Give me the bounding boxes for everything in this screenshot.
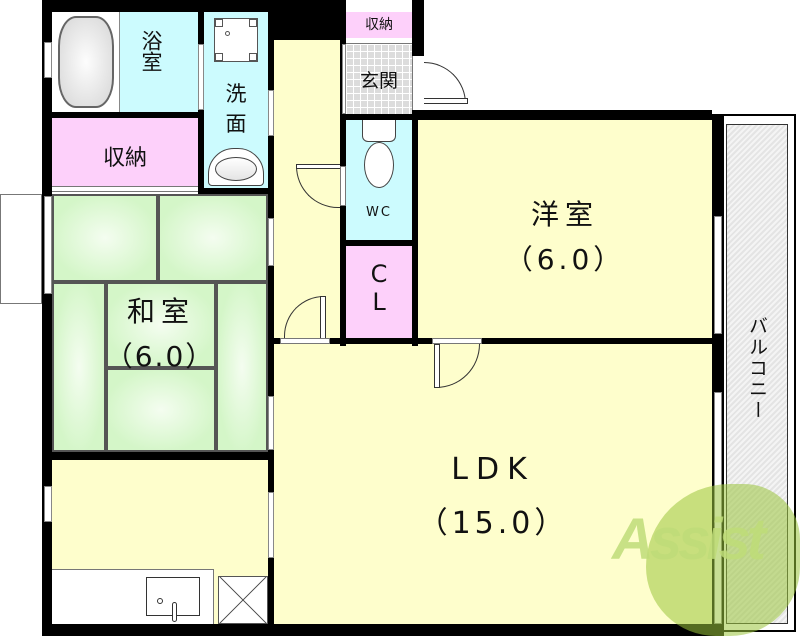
hallway-door-leaf — [320, 296, 326, 340]
tatami-mat — [216, 282, 268, 452]
washroom-hallway-partition — [268, 90, 274, 136]
hallway-ldk-opening — [280, 338, 330, 344]
front-door-opening — [412, 56, 424, 110]
storage-entrance-door — [346, 38, 412, 44]
front-door-leaf — [420, 98, 468, 104]
wall — [52, 112, 202, 118]
wall — [42, 624, 718, 636]
wash-basin-icon — [208, 148, 264, 186]
entrance — [346, 44, 412, 114]
washroom-partition — [198, 44, 204, 110]
japanese-room-label: 和室 — [126, 295, 195, 328]
storage-entrance-label: 収納 — [365, 17, 393, 33]
wall — [268, 338, 718, 344]
washroom-label-2: 面 — [225, 112, 247, 136]
wc-opening — [340, 166, 346, 206]
entrance-step — [342, 44, 346, 114]
wall — [42, 0, 52, 636]
japanese-room-sliding-door-2[interactable] — [268, 396, 274, 450]
bath-label: 浴室 — [139, 30, 163, 72]
toilet-tank-icon — [362, 120, 396, 142]
exterior-ac-unit — [0, 194, 42, 304]
storage-sliding-door — [52, 186, 198, 192]
kitchen-partition — [268, 492, 274, 558]
japanese-room-size: （6.0） — [104, 340, 216, 373]
ldk-door-leaf — [434, 344, 440, 388]
wall — [52, 452, 274, 460]
wall — [340, 112, 346, 346]
western-room-window[interactable] — [714, 216, 722, 334]
western-room-label: 洋室 — [530, 198, 599, 231]
wall — [412, 112, 418, 346]
wall — [340, 114, 418, 120]
tatami-mat — [52, 194, 158, 282]
japanese-room — [52, 194, 268, 452]
bathroom — [52, 12, 198, 112]
stove-icon — [218, 576, 268, 624]
ldk-size: （15.0） — [417, 506, 569, 541]
bathtub-icon — [58, 16, 114, 108]
wc-label: WC — [366, 205, 392, 220]
sink-icon — [146, 577, 200, 622]
ldk-opening — [432, 338, 482, 344]
japanese-room-sliding-door-1[interactable] — [268, 218, 274, 266]
tatami-mat — [106, 368, 216, 452]
toilet-bowl-icon — [364, 142, 394, 188]
western-room-size: （6.0） — [504, 243, 626, 276]
balcony-label: バルコニー — [746, 316, 768, 421]
kitchen-window — [44, 486, 52, 522]
western-room — [418, 120, 712, 338]
tatami-mat — [106, 282, 216, 368]
wall — [412, 110, 712, 120]
wall — [412, 0, 424, 56]
wall — [340, 240, 418, 246]
closet — [346, 246, 412, 338]
tatami-mat — [158, 194, 268, 282]
wall — [198, 188, 274, 194]
watermark-text: Assist — [612, 507, 766, 572]
washing-machine-icon — [214, 18, 258, 62]
watermark-circle — [646, 484, 800, 636]
wall — [268, 0, 346, 40]
storage-west — [52, 118, 198, 188]
ldk — [274, 344, 712, 624]
bath-window — [44, 42, 52, 78]
japanese-room-window — [44, 196, 52, 294]
washroom — [204, 12, 268, 188]
entrance-label: 玄関 — [359, 70, 398, 92]
tatami-mat — [52, 282, 106, 452]
wc-door-leaf — [296, 164, 342, 169]
washroom-label-1: 洗 — [225, 82, 247, 106]
closet-label-1: C — [370, 260, 388, 288]
storage-west-label: 収納 — [102, 146, 147, 171]
closet-label-2: L — [372, 288, 386, 316]
storage-entrance — [346, 12, 412, 38]
ldk-label: LDK — [451, 452, 535, 487]
